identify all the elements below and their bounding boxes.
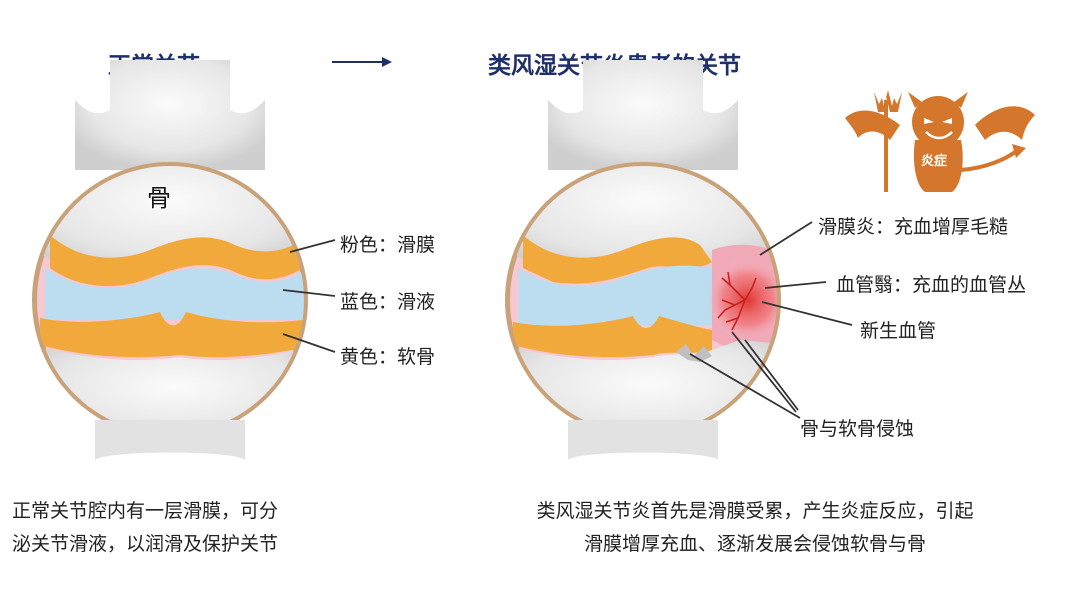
label-cartilage: 黄色：软骨 [340,346,436,368]
label-synovium: 粉色：滑膜 [340,234,436,256]
lower-cartilage [40,312,304,358]
transition-arrow [332,57,392,67]
ra-caption-line-1: 类风湿关节炎首先是滑膜受累，产生炎症反应，引起 [536,500,974,522]
bone-erosion [676,344,712,362]
label-synovial-fluid: 蓝色：滑液 [340,291,436,313]
normal-caption: 正常关节腔内有一层滑膜，可分 泌关节滑液，以润滑及保护关节 [12,495,278,561]
new-blood-vessels [717,271,757,331]
leader-fluid [282,289,336,297]
lower-bone-shaft [95,420,245,460]
leader-new-vessels [761,301,853,326]
upper-cartilage [50,232,304,286]
ra-lower-cartilage [513,316,712,358]
ra-synovial-fluid [518,265,712,325]
bone-label: 骨 [147,184,171,212]
label-synovitis: 滑膜炎：充血增厚毛糙 [818,216,1009,238]
upper-bone-shaft [75,60,265,170]
label-new-vessels: 新生血管 [860,320,937,342]
leader-pannus [764,281,827,289]
label-erosion: 骨与软骨侵蚀 [800,418,915,440]
normal-caption-line-1: 正常关节腔内有一层滑膜，可分 [12,500,279,522]
leader-synovitis [759,221,813,256]
ra-caption-line-2: 滑膜增厚充血、逐渐发展会侵蚀软骨与骨 [583,533,926,555]
ra-upper-bone-shaft [548,60,738,170]
normal-joint [32,60,336,460]
ra-lower-bone-shaft [568,420,718,460]
normal-caption-line-2: 泌关节滑液，以润滑及保护关节 [12,533,279,555]
inflammation-devil-icon [845,90,1035,192]
leader-erosion-2 [731,331,797,413]
mascot-text: 炎症 [921,154,948,169]
ra-joint [505,60,853,460]
leader-erosion-1 [689,353,801,419]
ra-upper-cartilage-eroded [523,235,712,284]
synovial-fluid [45,262,304,320]
leader-synovium [289,239,336,253]
leader-cartilage [282,333,336,353]
label-pannus: 血管翳：充血的血管丛 [836,274,1027,296]
leader-erosion-3 [744,339,799,411]
ra-caption: 类风湿关节炎首先是滑膜受累，产生炎症反应，引起 滑膜增厚充血、逐渐发展会侵蚀软骨… [480,495,1030,561]
